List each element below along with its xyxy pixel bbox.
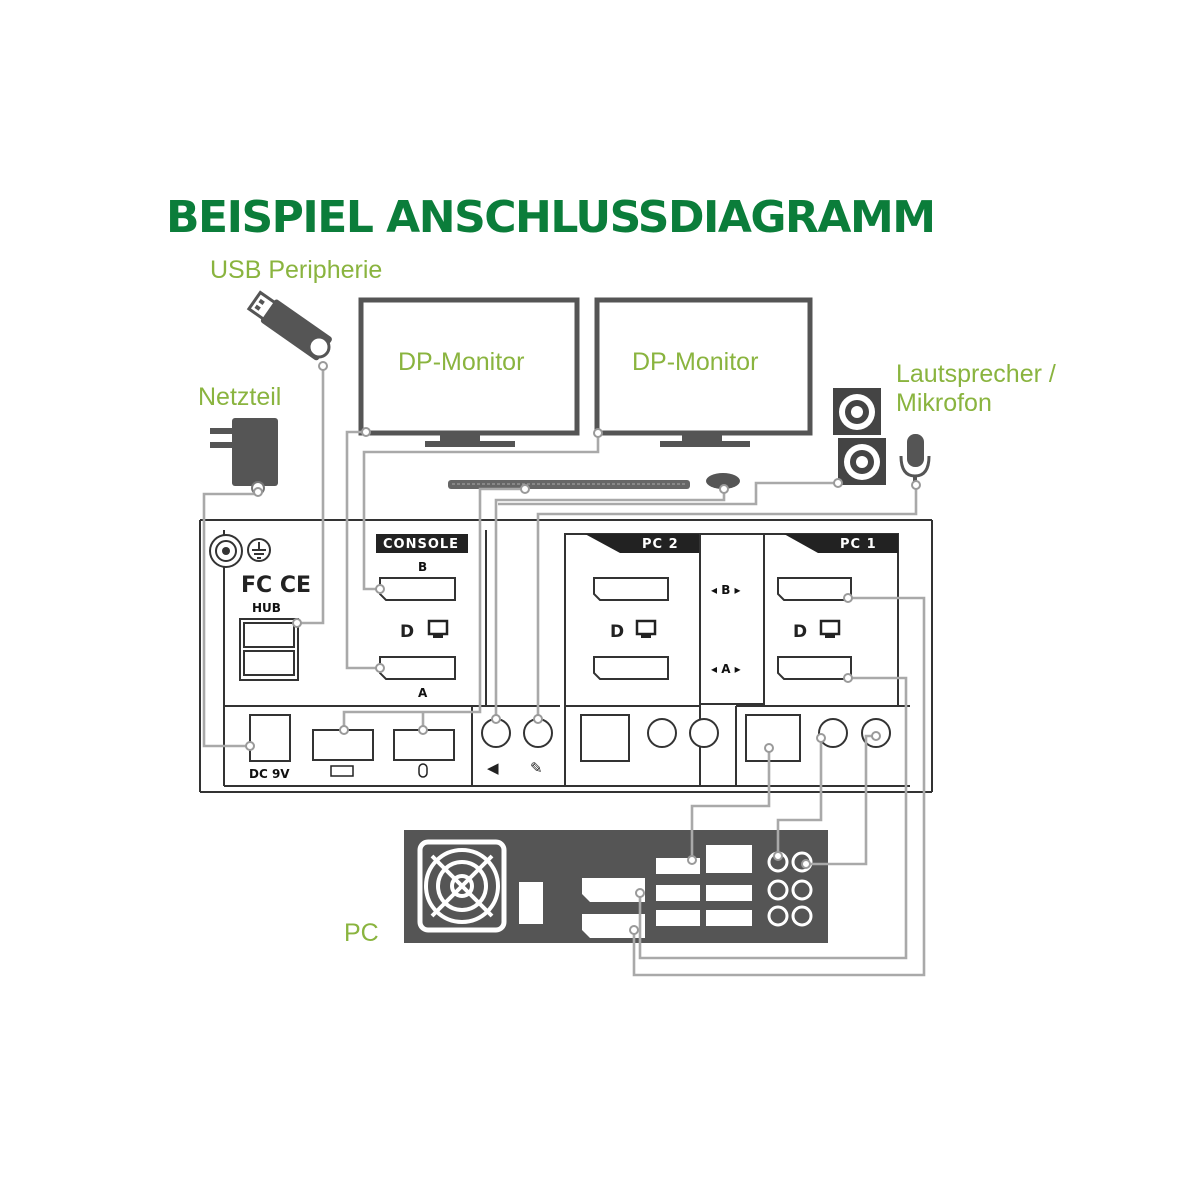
cable-keyboard (342, 487, 525, 730)
console-usb-mouse-port (393, 729, 455, 761)
fan-icon (417, 839, 507, 933)
usb-peripheral-label: USB Peripherie (210, 256, 382, 284)
pc1-dp-monitor-icon: D (793, 619, 841, 642)
speaker-label-line2: Mikrofon (896, 389, 992, 417)
pc1-label: PC 1 (840, 537, 877, 552)
pc2-usb-port (580, 714, 630, 762)
speaker-icon (833, 388, 886, 485)
power-socket (519, 882, 543, 924)
kvm-switch-panel: FC CE HUB CONSOLE B D A DC 9V (199, 519, 933, 793)
pc2-dp-port-a (593, 656, 669, 680)
svg-text:D: D (400, 622, 414, 642)
switch-indicator-block (699, 533, 765, 705)
cable-power (202, 492, 258, 748)
pc-dp-port-2 (582, 914, 645, 938)
monitor-2-label: DP-Monitor (632, 348, 758, 376)
dc-power-label: DC 9V (249, 767, 290, 781)
pc1-tag (784, 534, 898, 553)
console-port-a-label: A (418, 686, 428, 700)
cable-connector-dots (245, 361, 921, 935)
diagram-title: BEISPIEL ANSCHLUSSDIAGRAMM (166, 192, 935, 243)
cable-pc1-dp-b (632, 596, 926, 977)
earth-symbol-icon (247, 538, 271, 562)
svg-text:D: D (793, 622, 807, 642)
cable-mic (536, 485, 918, 719)
cable-monitor-1 (345, 430, 380, 670)
console-tag (376, 534, 468, 553)
pc1-dp-port-a (777, 656, 852, 680)
cable-pc1-audio (776, 738, 823, 856)
pc2-dp-monitor-icon: D (610, 619, 657, 642)
switch-a-label: ◂ A ▸ (711, 662, 741, 676)
cable-mouse (494, 489, 726, 719)
pc-rear-panel (404, 830, 828, 943)
pc1-dp-port-b (777, 577, 852, 601)
svg-text:D: D (610, 622, 624, 642)
console-port-b-label: B (418, 560, 427, 574)
speaker-label-line1: Lautsprecher / (896, 360, 1056, 388)
mic-port-icon: ✎ (530, 759, 543, 777)
pc1-usb-port (745, 714, 801, 762)
mouse-icon (706, 473, 740, 489)
cable-monitor-2 (362, 433, 600, 591)
hub-label: HUB (252, 601, 281, 615)
power-adapter-icon (210, 418, 278, 495)
pc2-label: PC 2 (642, 537, 679, 552)
ground-connector-icon (209, 534, 243, 568)
cable-usb-peripheral (297, 366, 325, 625)
pc2-audio-out-jack (647, 718, 677, 748)
pc-dp-port-1 (582, 878, 645, 902)
dc-power-port (249, 714, 291, 762)
usb-hub-ports (239, 618, 299, 681)
pc-label: PC (344, 919, 379, 947)
dp-monitor-icon: D (400, 619, 449, 642)
usb-stick-icon (246, 290, 332, 361)
pc2-tag (585, 534, 700, 553)
pc1-audio-out-jack (818, 718, 848, 748)
dp-monitor-1: DP-Monitor (358, 297, 580, 447)
dp-monitor-2: DP-Monitor (594, 297, 813, 447)
console-dp-port-a (379, 656, 456, 680)
console-label: CONSOLE (383, 537, 459, 552)
certification-marks: FC CE (241, 573, 311, 598)
pc2-mic-in-jack (689, 718, 719, 748)
pc2-dp-port-b (593, 577, 669, 601)
mouse-port-icon (418, 763, 428, 778)
monitor-1-label: DP-Monitor (398, 348, 524, 376)
pc-lan-port (706, 845, 752, 873)
console-dp-port-b (379, 577, 456, 601)
power-supply-label: Netzteil (198, 383, 281, 411)
keyboard-icon (448, 480, 690, 489)
cable-pc1-dp-a (638, 676, 908, 960)
switch-b-label: ◂ B ▸ (711, 583, 741, 597)
microphone-icon (899, 434, 931, 484)
speaker-port-icon: ◀ (487, 759, 499, 777)
keyboard-port-icon (330, 765, 354, 777)
cable-pc1-usb (690, 748, 771, 860)
